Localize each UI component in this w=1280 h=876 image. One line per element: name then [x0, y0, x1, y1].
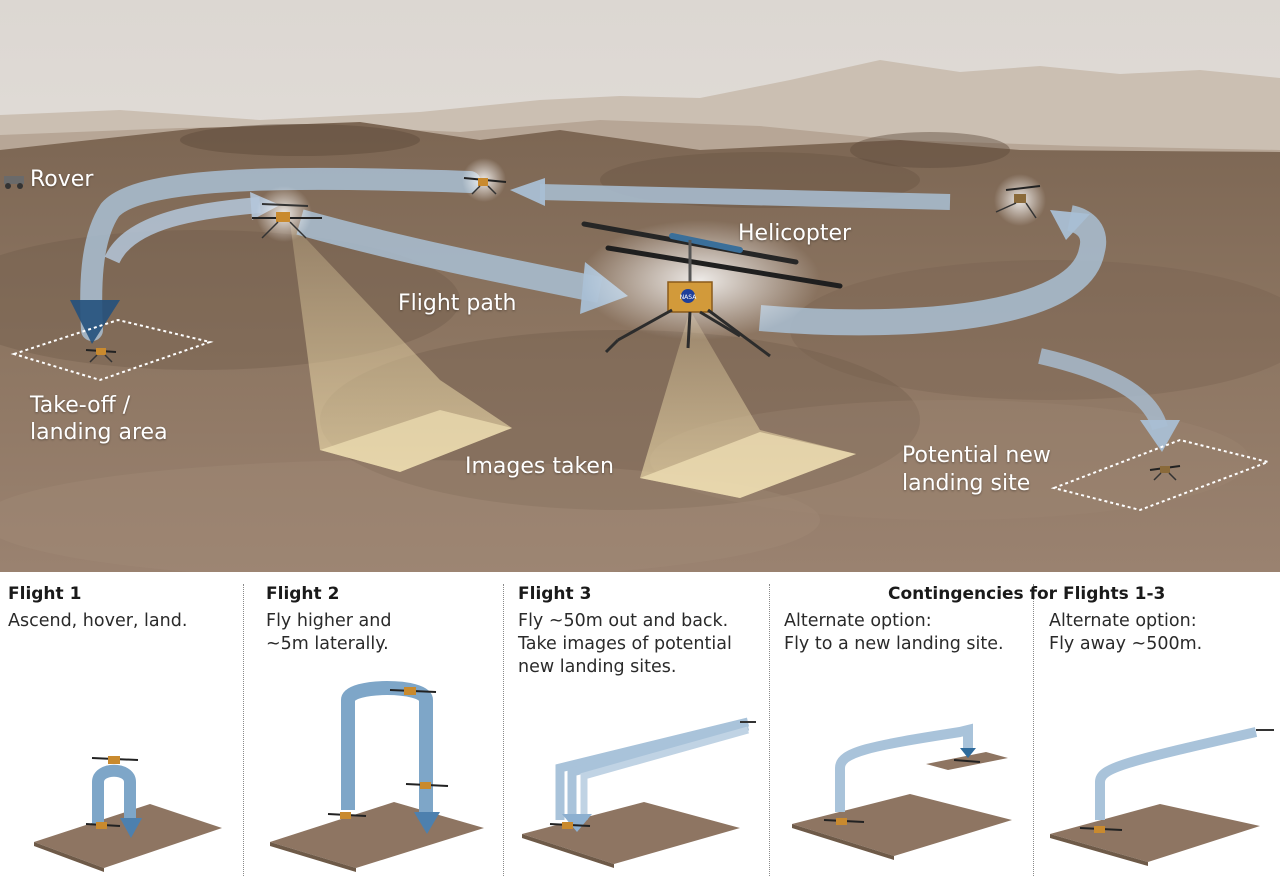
contingency-b-description: Alternate option: Fly away ~500m.	[1049, 611, 1203, 654]
panel-divider	[243, 584, 244, 876]
fly-away-arrow	[1095, 727, 1258, 820]
flight-path-new-site	[1038, 348, 1168, 431]
helicopter-icon-hover-left	[252, 186, 322, 242]
higher-lateral-arrow	[341, 681, 433, 816]
helicopter-main-icon: NASA	[580, 220, 843, 358]
flight-3-title: Flight 3	[518, 584, 592, 604]
rover-label: Rover	[30, 167, 94, 192]
flight-2-diagram	[270, 681, 484, 872]
flight-2-title: Flight 2	[266, 584, 340, 604]
panel-flight-1: Flight 1 Ascend, hover, land.	[0, 572, 243, 876]
takeoff-label-line1: Take-off /	[30, 393, 131, 418]
descent-arrowhead	[70, 300, 120, 344]
rotor-blade-bottom	[605, 245, 843, 289]
helicopter-icon	[1079, 826, 1123, 833]
contingency-b-diagram	[1050, 727, 1274, 866]
ground-plate	[1050, 804, 1260, 862]
nasa-badge: NASA	[680, 294, 698, 301]
flight-path-ascent	[104, 197, 261, 264]
mars-terrain-illustration: NASA	[0, 0, 1280, 580]
new-site-label-line2: landing site	[902, 471, 1031, 496]
panel-flight-2: Flight 2 Fly higher and ~5m laterally.	[244, 572, 503, 876]
ascend-land-arrow	[92, 764, 136, 824]
flight-path-return	[80, 167, 481, 341]
image-footprint-center	[640, 432, 856, 498]
ground-plate	[270, 802, 484, 868]
return-arrow	[567, 721, 750, 820]
panel-contingency-a: Alternate option: Fly to a new landing s…	[770, 572, 1033, 876]
helicopter-icon	[953, 759, 981, 763]
image-footprint-left	[320, 410, 512, 472]
helicopter-icon	[85, 822, 121, 829]
panel-contingency-b: Alternate option: Fly away ~500m.	[1034, 572, 1280, 876]
scene-illustration: NASA Rover Helicopter Flight path Take-o…	[0, 0, 1280, 580]
panel-divider	[769, 584, 770, 876]
fly-to-new-site-arrow	[835, 723, 973, 812]
flight-1-diagram	[34, 756, 222, 872]
helicopter-icon	[327, 812, 367, 819]
contingency-a-description: Alternate option: Fly to a new landing s…	[784, 611, 1004, 654]
helicopter-icon-landed-left	[85, 348, 117, 363]
flight-path-loop	[758, 205, 1107, 336]
contingencies-title: Contingencies for Flights 1-3	[888, 584, 1166, 604]
panel-divider	[1033, 584, 1034, 876]
flight-3-description: Fly ~50m out and back. Take images of po…	[518, 611, 732, 677]
flight-path-label: Flight path	[398, 291, 517, 316]
flight-3-diagram	[522, 717, 756, 868]
flight-2-description: Fly higher and ~5m laterally.	[266, 611, 392, 654]
contingency-a-diagram	[792, 723, 1012, 860]
panel-divider	[503, 584, 504, 876]
helicopter-label: Helicopter	[738, 221, 852, 246]
helicopter-icon	[823, 818, 865, 825]
helicopter-icon-right	[994, 174, 1046, 226]
takeoff-landing-area	[10, 318, 214, 382]
ground-plate	[522, 802, 740, 864]
helicopter-icon	[389, 687, 437, 695]
helicopter-icon	[405, 782, 449, 789]
helicopter-icon	[549, 822, 591, 829]
images-taken-label: Images taken	[465, 454, 614, 479]
panel-flight-3: Flight 3 Fly ~50m out and back. Take ima…	[504, 572, 769, 876]
image-cone-left	[290, 222, 512, 472]
flight-panels: Flight 1 Ascend, hover, land. Flight 2 F…	[0, 572, 1280, 876]
helicopter-icon-landed-right	[1149, 465, 1181, 481]
flight-path-upper	[539, 184, 951, 210]
helicopter-icon	[91, 756, 139, 764]
ground-plate	[34, 804, 222, 868]
flight-1-description: Ascend, hover, land.	[8, 611, 188, 631]
ground-plate	[792, 794, 1012, 856]
flight-path-outbound	[296, 209, 603, 303]
potential-new-landing-site	[1050, 438, 1272, 512]
outbound-arrow	[555, 717, 750, 820]
new-site-label-line1: Potential new	[902, 443, 1051, 468]
takeoff-label-line2: landing area	[30, 420, 168, 445]
flight-1-title: Flight 1	[8, 584, 82, 604]
helicopter-icon-upper	[462, 158, 507, 202]
rover-icon	[4, 176, 24, 189]
